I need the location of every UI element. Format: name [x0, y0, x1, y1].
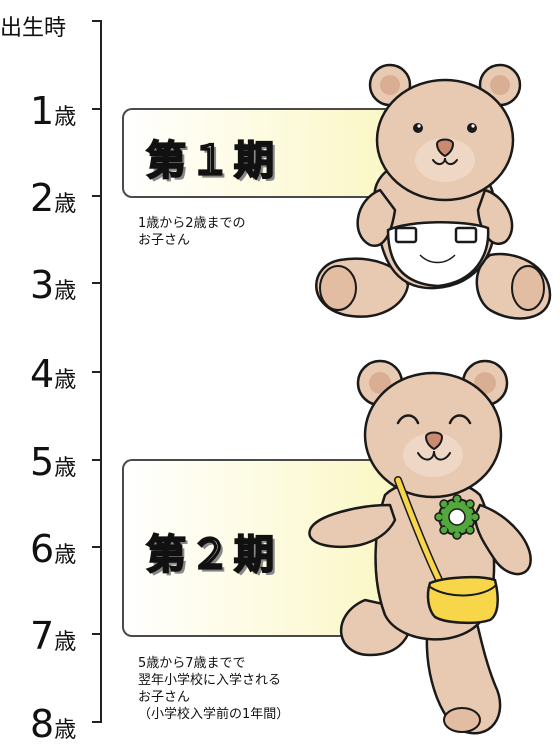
age-label-4: 4歳	[30, 352, 77, 396]
period-2-title: 第２期	[145, 531, 278, 579]
age-label-8: 8歳	[30, 702, 77, 746]
tick-age-8	[92, 721, 102, 723]
teddy-bear-with-bag-icon	[308, 359, 532, 735]
age-label-3: 3歳	[30, 263, 77, 307]
tick-birth	[92, 20, 102, 22]
age-label-2: 2歳	[30, 176, 77, 220]
tick-age-4	[92, 371, 102, 373]
age-label-7: 7歳	[30, 614, 77, 658]
tick-age-2	[92, 195, 102, 197]
birth-label: 出生時	[0, 16, 67, 41]
tick-age-3	[92, 282, 102, 284]
tick-age-1	[92, 108, 102, 110]
tick-age-6	[92, 546, 102, 548]
period-2-description: 5歳から7歳までで 翌年小学校に入学される お子さん （小学校入学前の1年間）	[138, 656, 290, 722]
period-1-description: 1歳から2歳までの お子さん	[138, 216, 246, 248]
period-1-title: 第１期	[145, 137, 278, 185]
teddy-bear-in-diaper-icon	[315, 63, 552, 320]
age-label-1: 1歳	[30, 89, 77, 133]
tick-age-7	[92, 633, 102, 635]
age-label-5: 5歳	[30, 440, 77, 484]
age-label-6: 6歳	[30, 527, 77, 571]
tick-age-5	[92, 459, 102, 461]
period-1-box	[122, 108, 394, 198]
